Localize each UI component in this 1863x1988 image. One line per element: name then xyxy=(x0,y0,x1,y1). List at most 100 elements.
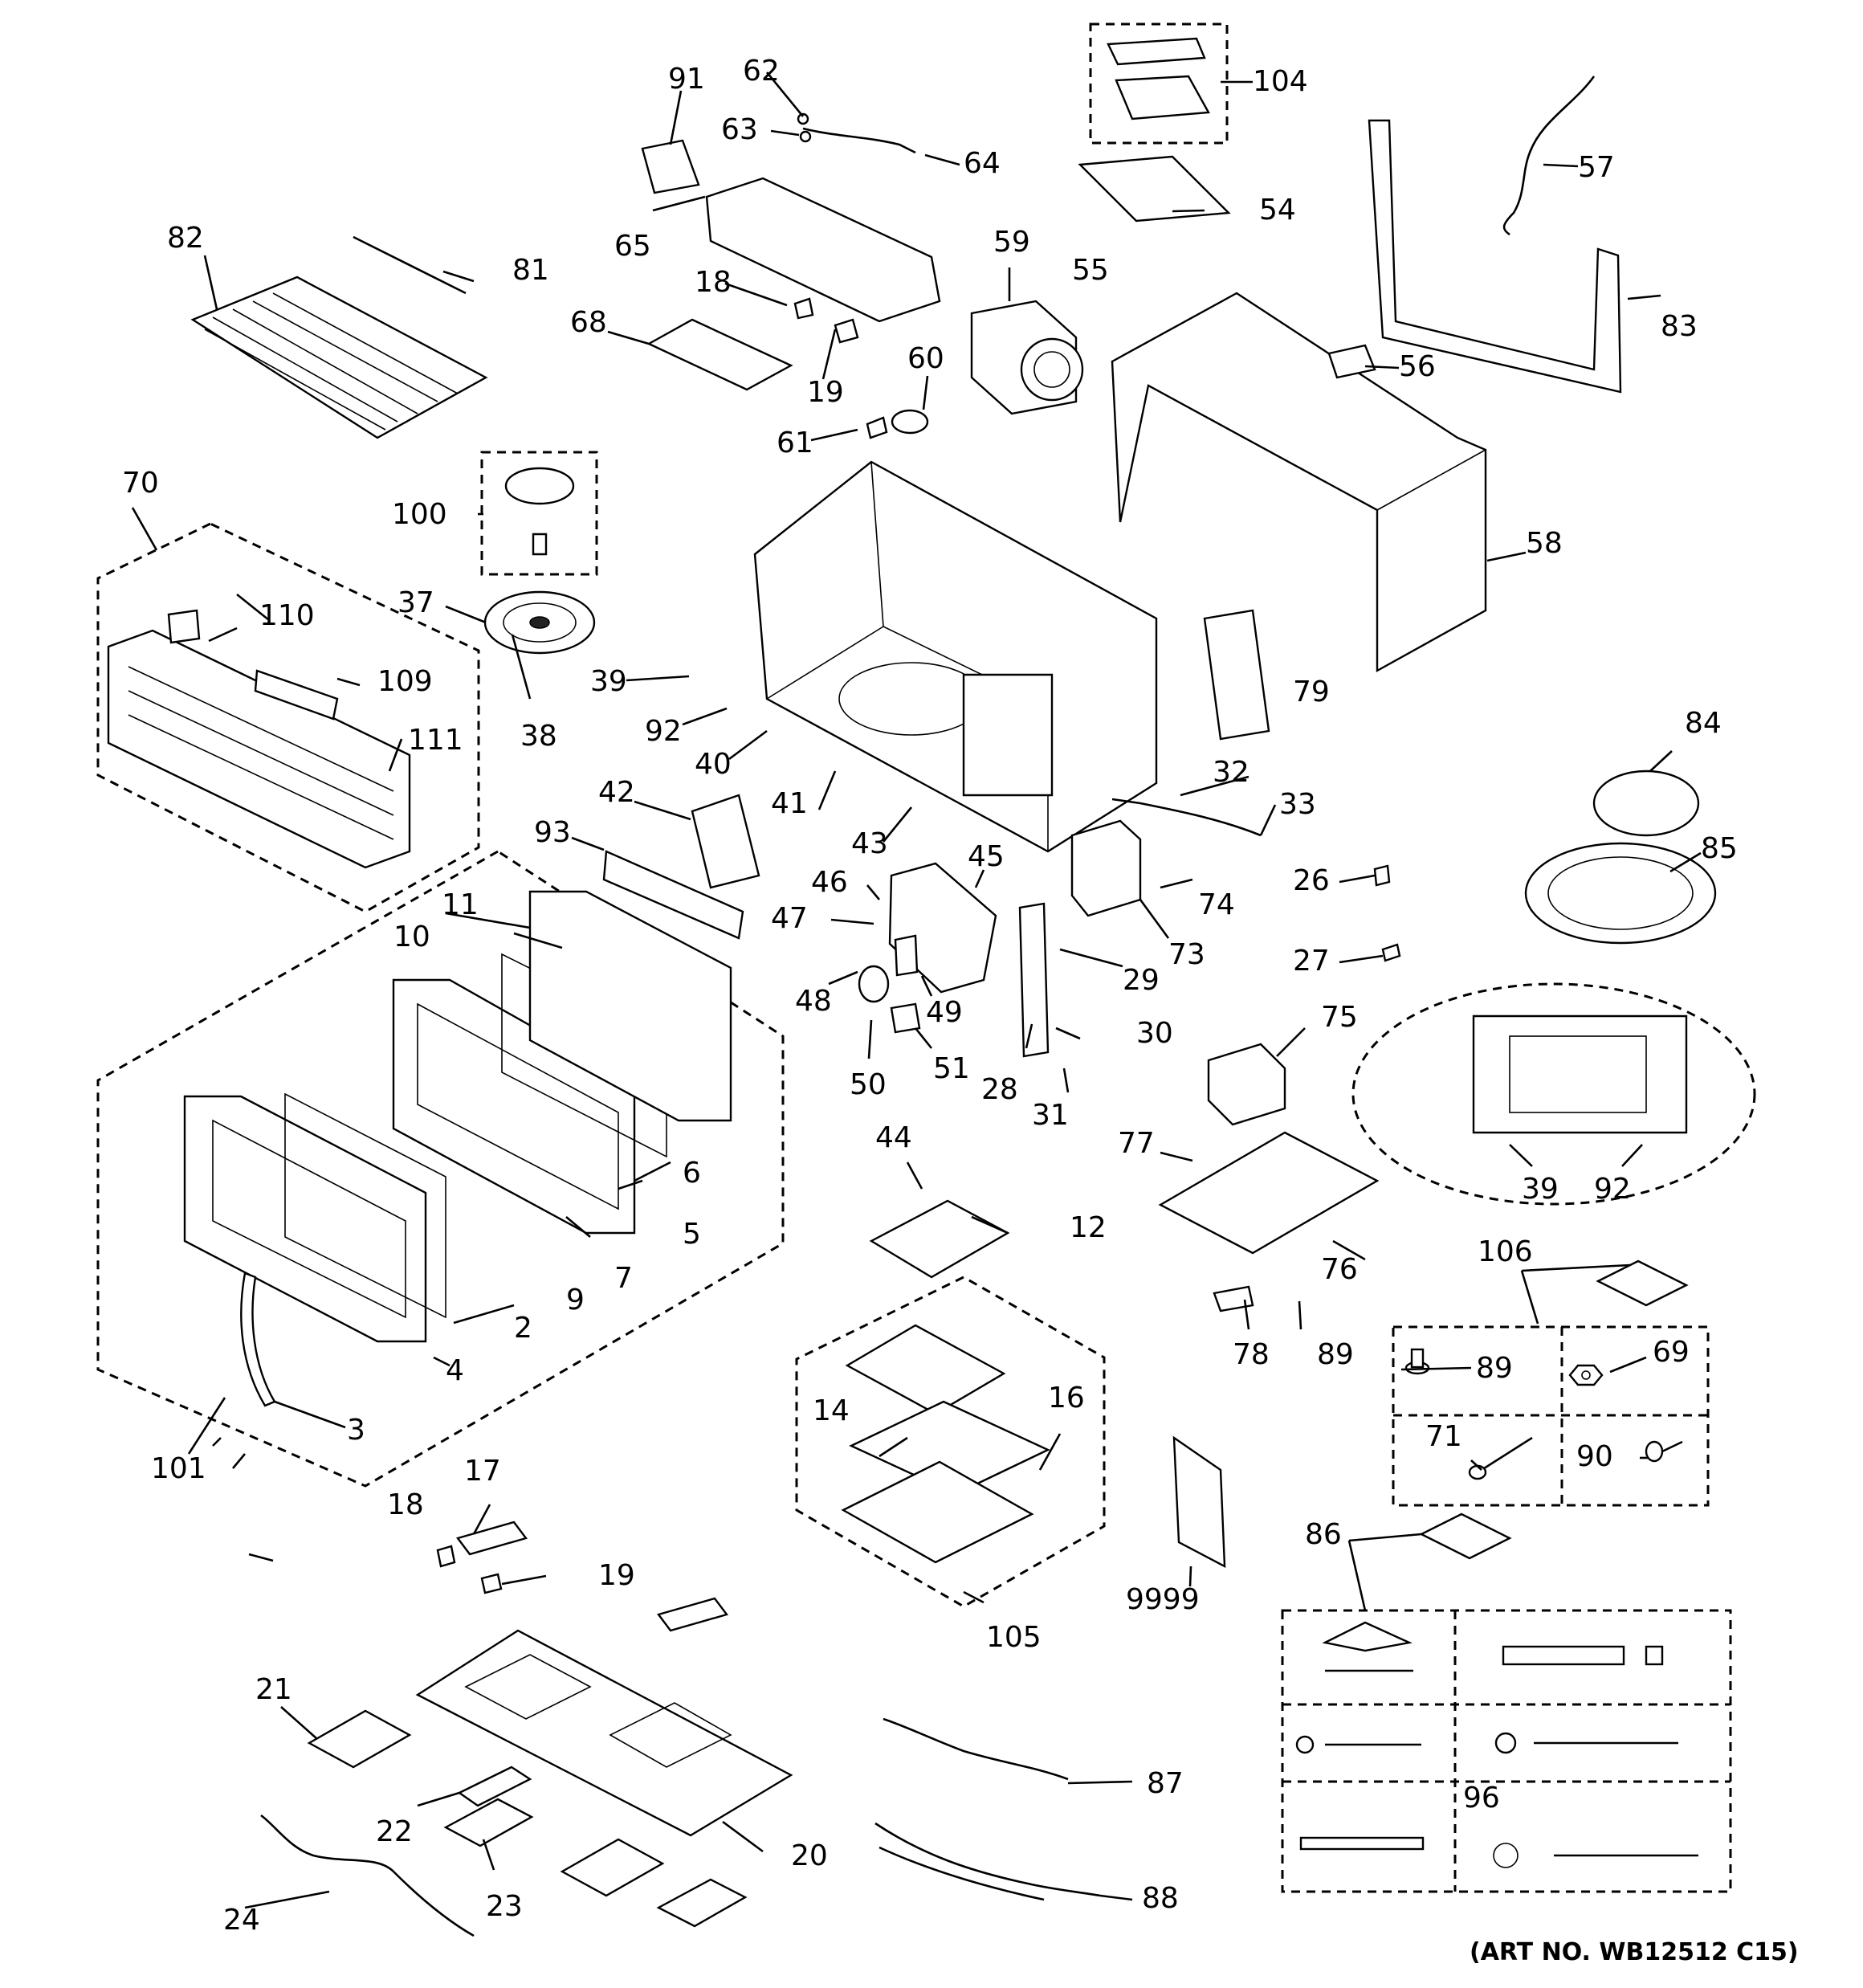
part-88-harness xyxy=(874,1822,1101,1901)
part-56-bracket xyxy=(1327,344,1376,379)
label-22: 22 xyxy=(376,1815,413,1848)
label-56: 56 xyxy=(1399,350,1436,383)
label-89b: 89 xyxy=(1476,1352,1513,1385)
label-70: 70 xyxy=(122,467,159,500)
part-9-door-frame xyxy=(392,978,636,1235)
label-33: 33 xyxy=(1279,788,1316,821)
part-58-edge xyxy=(1376,449,1486,511)
part-79-control-bracket xyxy=(1203,609,1270,741)
part-cavity-bottom-inner xyxy=(1509,1035,1647,1113)
part-28-interlock-bracket xyxy=(1018,902,1050,1058)
label-77: 77 xyxy=(1118,1127,1155,1160)
label-62: 62 xyxy=(743,55,780,88)
label-111: 111 xyxy=(408,724,463,757)
label-69: 69 xyxy=(1653,1336,1690,1369)
part-73-magnetron xyxy=(1070,819,1142,917)
label-58: 58 xyxy=(1526,527,1563,560)
part-26-switch xyxy=(1373,864,1391,887)
label-74: 74 xyxy=(1198,888,1235,921)
label-63: 63 xyxy=(721,113,758,146)
label-96: 96 xyxy=(1463,1782,1500,1815)
part-19-lamp-lower xyxy=(480,1573,503,1594)
kit-104-parts xyxy=(1107,37,1210,120)
part-70-vent-grille xyxy=(107,629,411,869)
label-29: 29 xyxy=(1123,964,1160,997)
part-48-motor xyxy=(858,965,890,1003)
label-43: 43 xyxy=(851,827,888,860)
part-75-transformer xyxy=(1207,1043,1286,1126)
part-91-grille xyxy=(641,139,700,194)
label-109: 109 xyxy=(377,665,433,698)
label-38: 38 xyxy=(520,720,557,753)
label-2: 2 xyxy=(514,1312,532,1345)
part-105-housing xyxy=(845,1324,1006,1415)
label-12: 12 xyxy=(1070,1211,1107,1244)
kit-86-outline xyxy=(1281,1609,1732,1893)
art-number: (ART NO. WB12512 C15) xyxy=(1470,1938,1799,1966)
label-101: 101 xyxy=(151,1452,206,1485)
part-cavity-bottom xyxy=(1472,1014,1688,1134)
label-82: 82 xyxy=(167,222,204,255)
group-101-outline xyxy=(96,850,785,1488)
label-86: 86 xyxy=(1305,1518,1342,1551)
label-51: 51 xyxy=(933,1052,970,1085)
label-84: 84 xyxy=(1685,707,1722,740)
hardware-90-screw xyxy=(1645,1440,1683,1463)
part-86-bag xyxy=(1419,1512,1512,1560)
part-32-33-harness xyxy=(1111,798,1262,837)
part-101-door xyxy=(183,1092,446,1343)
label-92b: 92 xyxy=(1594,1173,1631,1206)
part-23-lamp-cover xyxy=(443,1798,534,1847)
label-16: 16 xyxy=(1048,1382,1085,1414)
label-45: 45 xyxy=(968,840,1005,873)
label-10: 10 xyxy=(393,921,430,953)
part-oven-cavity xyxy=(753,460,1158,853)
hardware-89-screw xyxy=(1404,1348,1430,1375)
label-93: 93 xyxy=(534,816,571,849)
hardware-106-outline xyxy=(1392,1325,1710,1507)
label-18b: 18 xyxy=(387,1488,424,1521)
part-22-cover xyxy=(457,1766,532,1807)
part-109-filter xyxy=(254,669,339,720)
part-51-switch xyxy=(890,1002,921,1034)
label-3: 3 xyxy=(347,1414,365,1447)
part-87-harness xyxy=(883,1717,1069,1781)
label-9: 9 xyxy=(566,1284,585,1316)
kit-104-outline xyxy=(1089,22,1229,145)
label-104: 104 xyxy=(1253,65,1308,98)
part-20-bottom-plate xyxy=(415,1629,793,1837)
label-9999: 9999 xyxy=(1126,1583,1200,1616)
part-85-glass-tray xyxy=(1524,842,1717,945)
part-82-charcoal-filter-rack xyxy=(190,276,488,439)
label-54: 54 xyxy=(1259,194,1296,227)
part-17-lamp-housing xyxy=(455,1521,528,1556)
label-42: 42 xyxy=(598,776,635,809)
part-100-shaft xyxy=(532,533,548,556)
label-88: 88 xyxy=(1142,1882,1179,1915)
hardware-71-bolt xyxy=(1468,1436,1533,1480)
label-48: 48 xyxy=(795,985,832,1018)
label-87: 87 xyxy=(1147,1767,1184,1800)
label-60: 60 xyxy=(907,342,944,375)
label-20: 20 xyxy=(791,1839,828,1872)
label-28: 28 xyxy=(981,1073,1018,1106)
part-3-handle xyxy=(240,1272,276,1407)
label-106: 106 xyxy=(1478,1235,1533,1268)
label-83: 83 xyxy=(1661,310,1698,343)
label-19b: 19 xyxy=(598,1559,635,1592)
part-65-blower-housing xyxy=(705,177,941,323)
label-41: 41 xyxy=(771,787,808,820)
label-46: 46 xyxy=(811,866,848,899)
part-61-sensor xyxy=(866,416,888,439)
label-7: 7 xyxy=(614,1262,633,1295)
part-83-mounting-plate xyxy=(1368,119,1622,394)
label-105: 105 xyxy=(986,1621,1042,1654)
label-26: 26 xyxy=(1293,864,1330,897)
part-18-lamp-socket-upper xyxy=(793,297,814,320)
part-24-wire xyxy=(260,1814,475,1937)
part-12-control-board xyxy=(869,1199,1010,1279)
label-44: 44 xyxy=(875,1121,912,1154)
group-70-outline xyxy=(96,522,480,913)
part-42-vent-grille xyxy=(691,794,760,889)
